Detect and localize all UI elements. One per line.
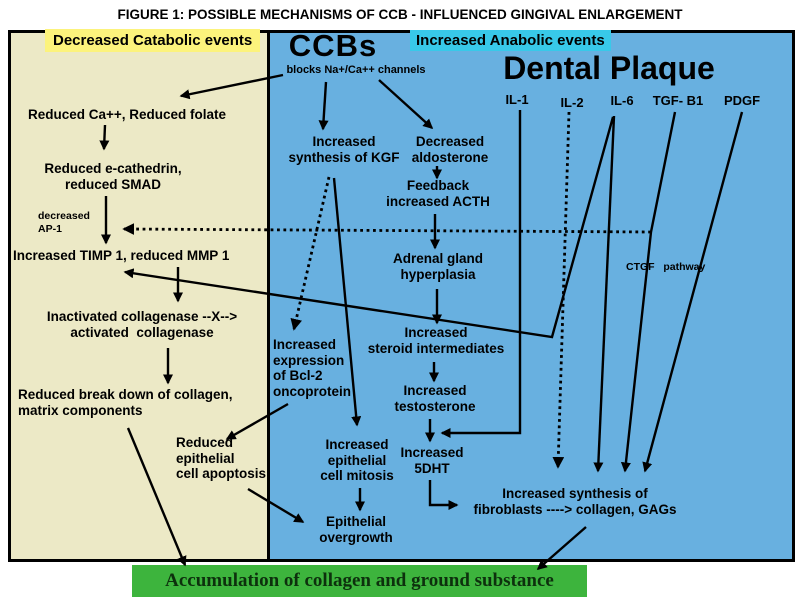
- node-dht: Increased 5DHT: [400, 445, 464, 476]
- node-dental-plaque: Dental Plaque: [503, 50, 715, 86]
- node-collagenase: Inactivated collagenase --X--> activated…: [46, 309, 238, 340]
- anabolic-header: Increased Anabolic events: [410, 30, 611, 51]
- catabolic-header: Decreased Catabolic events: [45, 29, 261, 52]
- node-overgrowth: Epithelial overgrowth: [319, 514, 393, 545]
- figure-title: FIGURE 1: POSSIBLE MECHANISMS OF CCB - I…: [117, 7, 683, 22]
- outcome-label: Accumulation of collagen and ground subs…: [165, 570, 554, 591]
- node-acth: Feedback increased ACTH: [386, 178, 490, 209]
- node-pdgf: PDGF: [723, 93, 761, 108]
- node-ccbs-action: blocks Na+/Ca++ channels: [286, 64, 426, 76]
- node-fibroblasts: Increased synthesis of fibroblasts ---->…: [473, 486, 677, 517]
- node-e-cathedrin: Reduced e-cathedrin, reduced SMAD: [44, 161, 182, 192]
- anabolic-header-label: Increased Anabolic events: [410, 30, 611, 51]
- node-il6: IL-6: [610, 93, 634, 108]
- node-timp: Increased TIMP 1, reduced MMP 1: [13, 248, 230, 263]
- node-testosterone: Increased testosterone: [394, 383, 476, 414]
- catabolic-header-label: Decreased Catabolic events: [45, 29, 261, 52]
- node-tgfb1: TGF- B1: [652, 93, 704, 108]
- node-ctgf-pathway: CTGF pathway: [626, 261, 706, 273]
- node-ccbs: CCBs: [288, 28, 378, 63]
- node-aldosterone: Decreased aldosterone: [411, 134, 489, 165]
- node-mitosis: Increased epithelial cell mitosis: [320, 437, 394, 484]
- node-steroid: Increased steroid intermediates: [367, 325, 505, 356]
- node-adrenal: Adrenal gland hyperplasia: [392, 251, 484, 282]
- node-apoptosis: Reduced epithelial cell apoptosis: [176, 435, 267, 482]
- node-bcl2: Increased expression of Bcl-2 oncoprotei…: [273, 337, 351, 399]
- node-il1: IL-1: [505, 92, 529, 107]
- outcome-bar: Accumulation of collagen and ground subs…: [132, 565, 587, 597]
- node-reduced-ca: Reduced Ca++, Reduced folate: [27, 107, 227, 122]
- node-kgf: Increased synthesis of KGF: [288, 134, 400, 165]
- node-il2: IL-2: [560, 95, 584, 110]
- node-breakdown: Reduced break down of collagen, matrix c…: [18, 387, 233, 418]
- node-ap1: decreased AP-1: [38, 210, 90, 236]
